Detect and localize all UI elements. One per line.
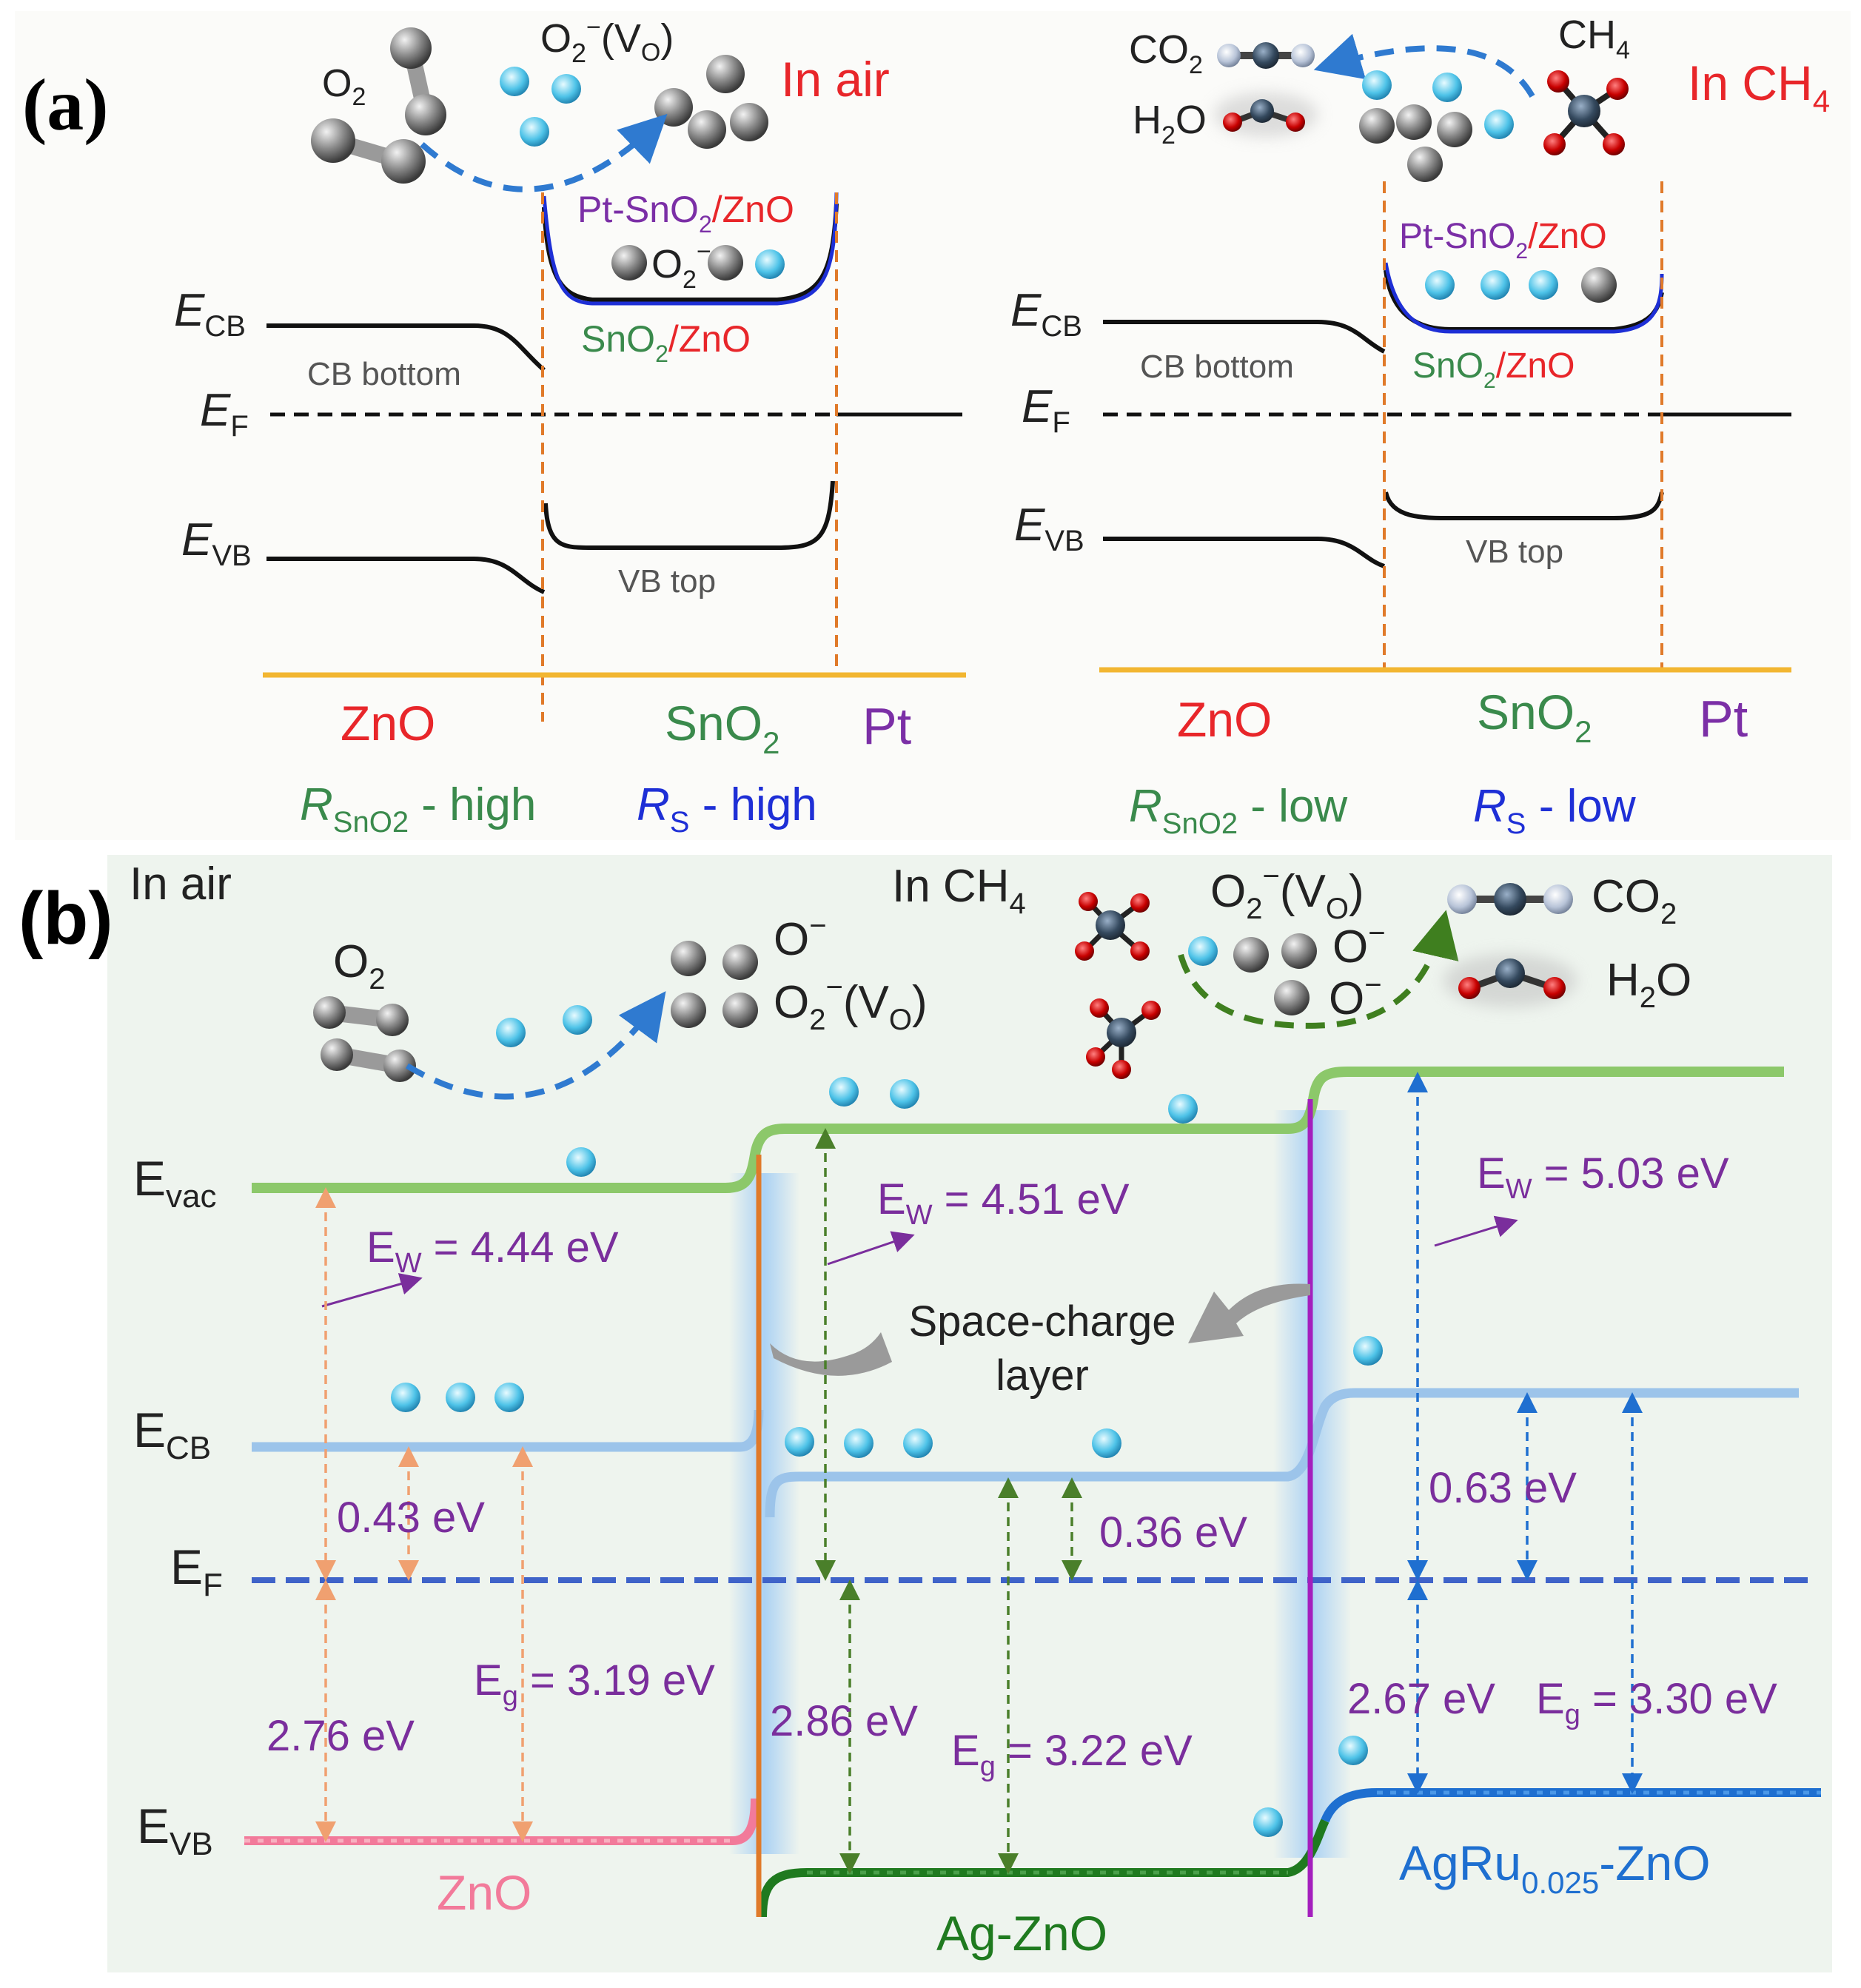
o-minus-label-b: O− [774,910,827,965]
pt-label-right: Pt [1699,690,1748,748]
zno-label-left: ZnO [341,696,435,750]
gap-cb-zno-label: 0.43 eV [337,1494,485,1542]
electron-row-icons-right [1425,267,1617,303]
agru-label-b: AgRu0.025-ZnO [1399,1836,1711,1900]
adsorption-arrow-icon [420,113,668,192]
o-minus-label-b-r1: O− [1332,917,1386,973]
sno2-zno-label: SnO2/ZnO [581,318,751,367]
gap-vb-agzno-label: 2.86 eV [770,1697,918,1745]
vb-line-zno-b [244,1798,760,1845]
panel-a-label: (a) [22,64,109,146]
cb-line-pt-sno2-right [1384,262,1664,334]
electron-icons-left-top [500,67,581,147]
panel-b: (b) In air In CH4 O2 O− O2−(VO) [19,855,1832,1972]
pt-label-left: Pt [862,697,911,755]
r-sno2-high-label: RSnO2 - high [300,779,536,839]
gap-cb-agru-label: 0.63 eV [1429,1464,1577,1512]
o2-molecules-icon-b [313,996,416,1082]
space-charge-arrow-right-icon [1188,1283,1310,1343]
zno-label-right: ZnO [1177,692,1272,747]
vb-top-label-left: VB top [618,563,716,600]
cb-line-pt-sno2-left [542,192,839,306]
oxidation-arrow-icon-b [1178,910,1459,1029]
rs-high-label: RS - high [637,779,817,839]
ew-zno-pointer-icon [321,1273,423,1308]
condition-in-air: In air [781,52,890,107]
panel-a: (a) O2 O2−(VO) [15,11,1851,840]
agru-gap-arrows [1407,1072,1643,1794]
r-sno2-low-label: RSnO2 - low [1129,781,1347,840]
h2o-molecule-icon-b [1443,954,1577,1007]
band-diagram-in-air: O2 O2−(VO) In air Pt-SnO2/ZnO [174,13,966,839]
cb-bottom-label-right: CB bottom [1140,349,1294,385]
sno2-zno-label-right: SnO2/ZnO [1412,346,1575,393]
pt-sno2-zno-label-right: Pt-SnO2/ZnO [1399,217,1607,263]
space-charge-label: Space-charge [908,1297,1176,1346]
vb-line-sno2-left [543,480,835,550]
evac-label-b: Evac [133,1151,217,1215]
o2-minus-row-icons [611,245,785,281]
vb-top-label-right: VB top [1466,534,1563,570]
ew-agru-pointer-icon [1434,1215,1518,1247]
co2-molecule-icon-b [1447,883,1573,916]
electron-icons-b [391,1077,1383,1837]
cb-line-zno-left [266,323,546,372]
right-cluster-icons-b [1188,933,1317,1015]
in-ch4-label-b: In CH4 [892,861,1026,920]
gap-vb-zno-label: 2.76 eV [266,1712,415,1760]
in-air-label-b: In air [130,859,232,910]
agzno-gap-arrows [815,1128,1082,1874]
vb-line-zno-left [266,557,546,594]
vb-line-zno-right [1103,537,1386,568]
gap-vb-agru-label: 2.67 eV [1347,1675,1495,1723]
sno2-label-right: SnO2 [1477,685,1592,749]
co2-molecule-icon [1217,42,1315,69]
pt-sno2-zno-label: Pt-SnO2/ZnO [577,189,794,238]
electron-icons-b-top-left [496,1005,592,1047]
ch4-molecules-icon-b [1075,892,1161,1079]
ew-agzno-pointer-icon [827,1231,915,1266]
cb-line-zno-right [1103,320,1386,354]
panel-b-label: (b) [19,877,113,960]
rs-low-label: RS - low [1473,781,1636,840]
zno-gap-arrows [315,1187,533,1842]
adsorption-arrow-icon-b [405,991,666,1100]
zno-label-b: ZnO [437,1865,532,1920]
o2-molecule-icon [311,27,446,184]
space-charge-band-left [729,1173,799,1854]
vb-line-agru-b [1321,1788,1821,1823]
sno2-label-left: SnO2 [665,696,779,760]
space-charge-arrow-left-icon [770,1332,892,1376]
eg-agru-label: Eg = 3.30 eV [1536,1675,1777,1730]
h2o-molecule-icon [1214,93,1318,137]
condition-in-ch4-a: In CH4 [1688,56,1830,118]
ew-zno-label: EW = 4.44 eV [366,1223,619,1279]
panel-b-background [107,855,1832,1972]
ch4-molecule-icon [1543,70,1629,155]
space-charge-label-line2: layer [996,1351,1089,1400]
cb-bottom-label-left: CB bottom [307,356,461,392]
agzno-label-b: Ag-ZnO [936,1906,1107,1961]
vb-line-sno2-right [1384,491,1664,520]
adsorbed-oxygen-icons [654,55,768,149]
eg-zno-label: Eg = 3.19 eV [474,1656,715,1712]
evac-line-b [252,1067,1784,1193]
electron-oxygen-cluster-icons [1359,70,1514,182]
gap-cb-agzno-label: 0.36 eV [1099,1508,1247,1557]
o2-minus-vo-label: O2−(VO) [540,13,674,68]
h2o-label-b: H2O [1606,955,1691,1014]
adsorbed-oxygen-icons-b [671,941,758,1028]
band-diagram-in-ch4: CO2 H2O [1010,13,1830,840]
